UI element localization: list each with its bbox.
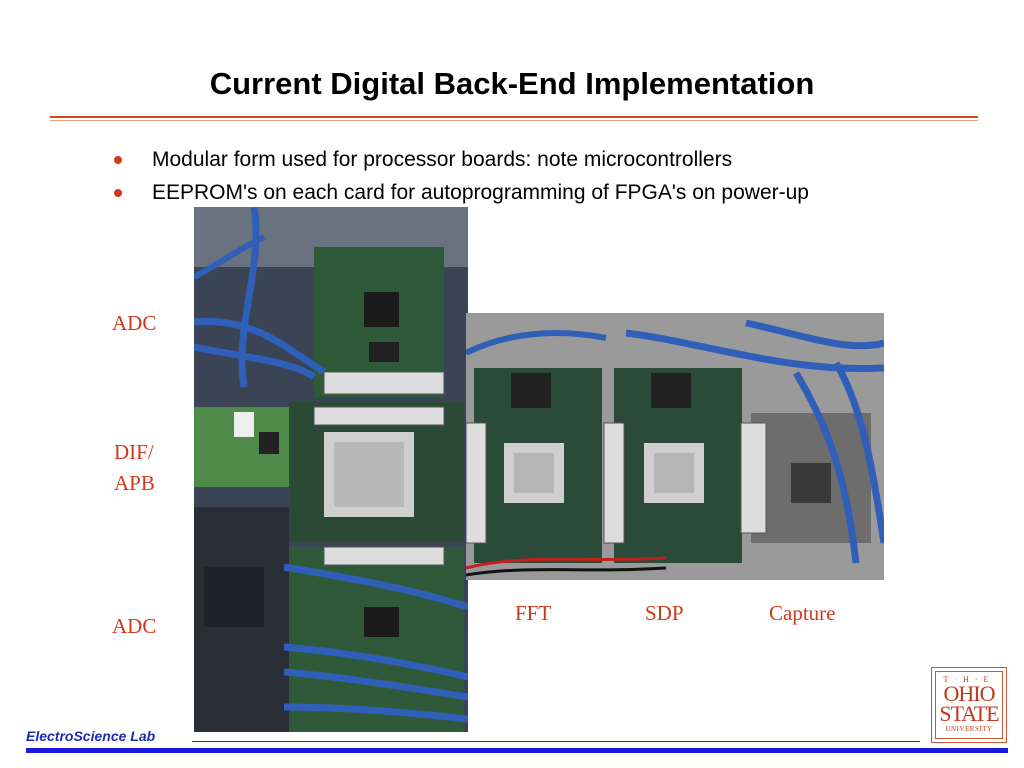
label-fft: FFT	[515, 601, 552, 625]
label-capture: Capture	[769, 601, 836, 625]
photo-right-boards	[466, 313, 884, 580]
title-rule	[50, 116, 978, 118]
bullet-dot-icon	[114, 156, 122, 164]
logo-the: T·H·E	[943, 675, 995, 684]
bullet-item: EEPROM's on each card for autoprogrammin…	[108, 176, 809, 209]
label-dif-line1: DIF/	[114, 440, 154, 464]
logo-university: UNIVERSITY	[945, 725, 993, 733]
ohio-state-logo: T·H·E OHIO STATE UNIVERSITY	[931, 667, 1007, 743]
label-adc-top: ADC	[112, 311, 157, 335]
bullet-text: Modular form used for processor boards: …	[152, 148, 733, 171]
bullet-text: EEPROM's on each card for autoprogrammin…	[152, 181, 809, 204]
bullet-dot-icon	[114, 189, 122, 197]
logo-inner-border: T·H·E OHIO STATE UNIVERSITY	[935, 671, 1003, 739]
bullet-item: Modular form used for processor boards: …	[108, 143, 809, 176]
photo-left-boards	[194, 207, 468, 732]
bullet-list: Modular form used for processor boards: …	[108, 143, 809, 209]
label-dif-line2: APB	[114, 471, 155, 495]
label-sdp: SDP	[645, 601, 684, 625]
footer-lab-name: ElectroScience Lab	[26, 728, 156, 744]
logo-ohio: OHIO	[943, 681, 996, 706]
footer-bar	[26, 748, 1008, 753]
title-rule-thin	[50, 120, 978, 121]
footer-rule	[192, 741, 920, 742]
slide-title: Current Digital Back-End Implementation	[209, 66, 815, 101]
logo-state: STATE	[939, 701, 999, 726]
label-adc-bottom: ADC	[112, 614, 157, 638]
